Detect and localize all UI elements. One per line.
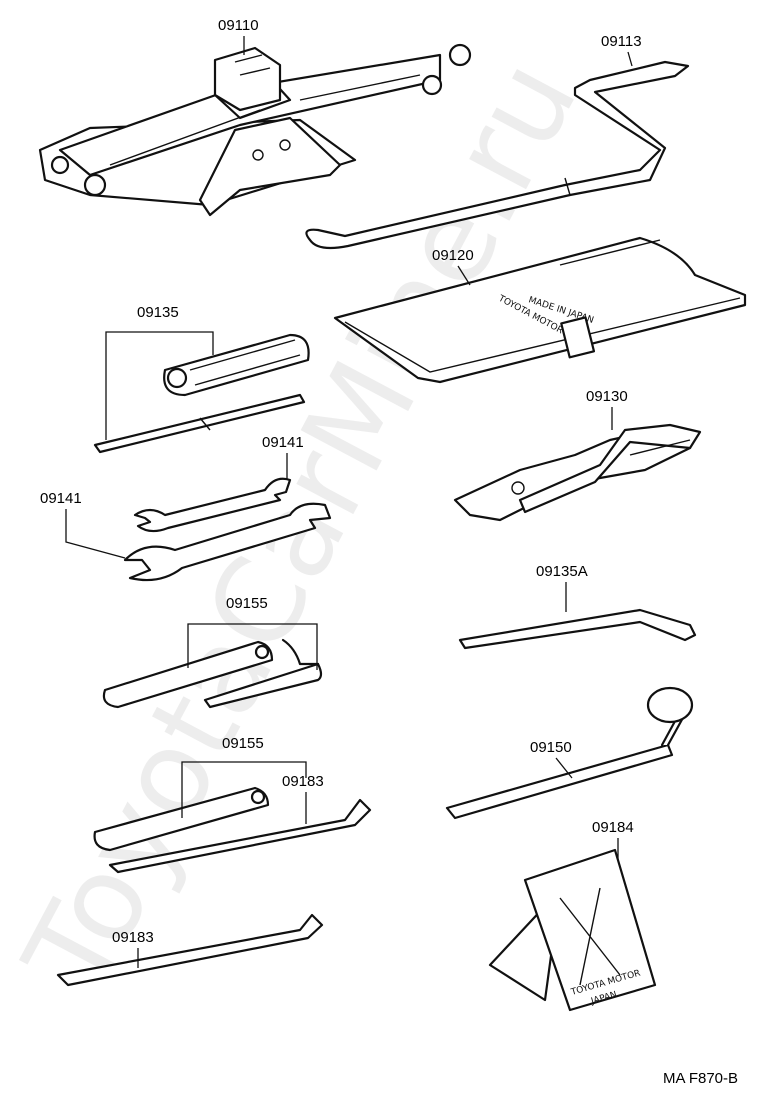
label-09155-upper: 09155 xyxy=(226,595,268,612)
tool-bar-lower xyxy=(56,913,324,987)
tool-bag: TOYOTA MOTOR MADE IN JAPAN xyxy=(333,236,747,384)
hub-nut-wrench xyxy=(445,686,694,820)
label-09130: 09130 xyxy=(586,388,628,405)
label-09120: 09120 xyxy=(432,247,474,264)
jack-handle xyxy=(305,60,690,250)
scissor-jack xyxy=(38,43,472,217)
label-09183-upper: 09183 xyxy=(282,773,324,790)
screwdriver-bar xyxy=(458,608,697,650)
wrench-small xyxy=(133,477,292,533)
label-09184: 09184 xyxy=(592,819,634,836)
plug-wrench-set-upper xyxy=(102,638,323,709)
diagram-code: MA F870-B xyxy=(663,1070,738,1087)
label-09110: 09110 xyxy=(218,17,259,34)
label-09150: 09150 xyxy=(530,739,572,756)
label-09135A: 09135A xyxy=(536,563,588,580)
label-09183-lower: 09183 xyxy=(112,929,154,946)
label-09141-large: 09141 xyxy=(40,490,82,507)
label-09113: 09113 xyxy=(601,33,642,50)
label-09135: 09135 xyxy=(137,304,179,321)
wheel-chock: TOYOTA MOTOR JAPAN xyxy=(488,848,657,1012)
wrench-large xyxy=(123,502,332,582)
screwdriver xyxy=(93,333,310,454)
label-09155-lower: 09155 xyxy=(222,735,264,752)
plug-wrench-set-lower xyxy=(93,786,270,852)
pliers xyxy=(453,423,702,522)
label-09141-small: 09141 xyxy=(262,434,304,451)
tool-bar-upper xyxy=(108,798,372,874)
